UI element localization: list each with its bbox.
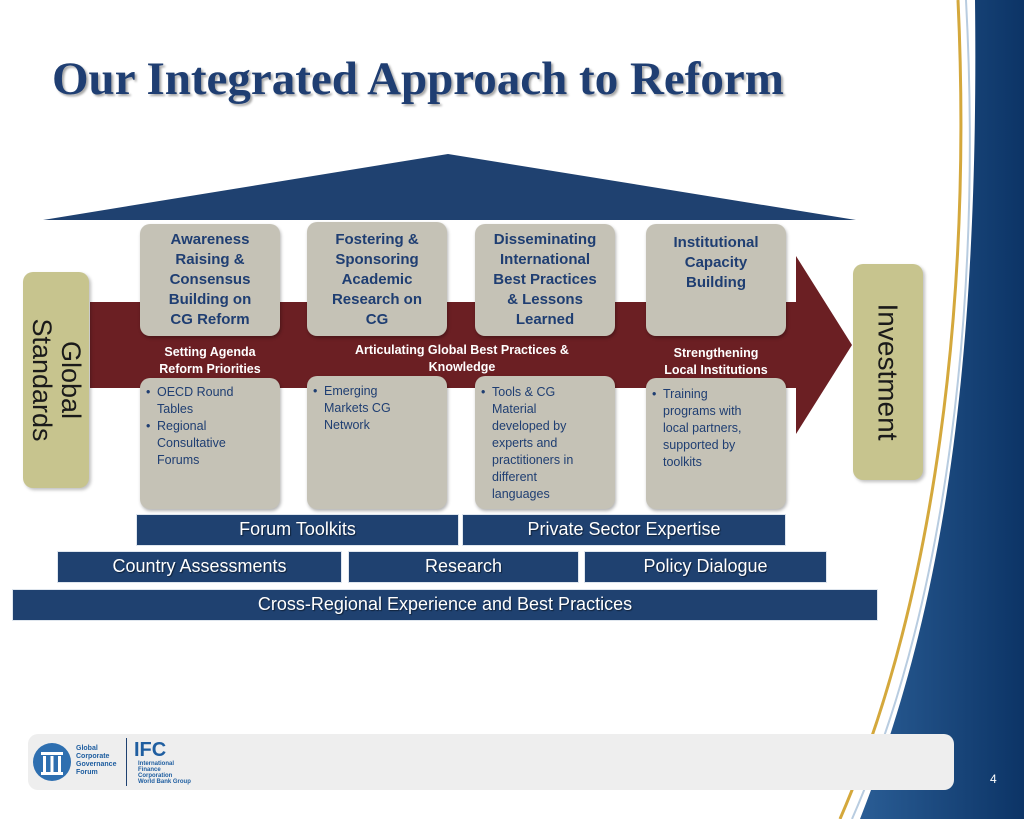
bullet-line: OECD Round — [157, 385, 234, 399]
gcgf-column-icon — [33, 743, 71, 781]
heading-line: CG Reform — [170, 311, 250, 328]
heading-line: International — [499, 251, 590, 268]
bullet-item: Regional Consultative Forums — [140, 418, 280, 469]
heading-line: Learned — [515, 311, 575, 328]
bullet-item: Training programs with local partners, s… — [646, 386, 786, 471]
arrow-label-line: Local Institutions — [664, 363, 768, 377]
ifc-logo: IFC International Finance Corporation Wo… — [134, 740, 194, 786]
bullet-line: Tools & CG — [492, 385, 556, 399]
logo-divider — [126, 738, 127, 786]
heading-line: Building on — [168, 291, 252, 308]
arrow-label-line: Strengthening — [673, 346, 759, 360]
gcgf-logo: Global Corporate Governance Forum — [32, 740, 124, 786]
bullet-line: different — [492, 470, 537, 484]
cross-regional-bar: Cross-Regional Experience and Best Pract… — [12, 589, 878, 621]
research-bar: Research — [348, 551, 579, 583]
bullet-line: Emerging — [324, 384, 378, 398]
global-standards-label: Global Standards — [27, 318, 86, 442]
column-3-bullets-box: Tools & CG Material developed by experts… — [475, 376, 615, 509]
page-title: Our Integrated Approach to Reform — [52, 53, 784, 105]
arrow-label-line: Reform Priorities — [159, 362, 261, 376]
ifc-logo-mark: IFC — [134, 739, 167, 761]
bullet-line: Material — [492, 402, 537, 416]
global-standards-pillar: Global Standards — [23, 272, 89, 488]
heading-line: CG — [365, 311, 389, 328]
heading-line: Academic — [341, 271, 413, 288]
bullet-line: Tables — [157, 402, 194, 416]
heading-line: Best Practices — [493, 271, 597, 288]
country-assessments-bar: Country Assessments — [57, 551, 342, 583]
column-4-arrow-label: Strengthening Local Institutions — [636, 345, 796, 379]
bullet-line: Regional — [157, 419, 207, 433]
forum-toolkits-bar: Forum Toolkits — [136, 514, 459, 546]
footer-panel — [28, 734, 954, 790]
heading-line: Sponsoring — [335, 251, 419, 268]
heading-line: Research on — [331, 291, 423, 308]
heading-line: Consensus — [169, 271, 251, 288]
bullet-line: Training — [663, 387, 708, 401]
roof-shape — [43, 154, 856, 220]
column-4-bullets-box: Training programs with local partners, s… — [646, 378, 786, 509]
bullet-line: developed by — [492, 419, 567, 433]
column-1-bullets-box: OECD Round Tables Regional Consultative … — [140, 378, 280, 509]
swoosh-gold-line — [838, 0, 963, 819]
column-1-arrow-label: Setting Agenda Reform Priorities — [130, 344, 290, 378]
policy-dialogue-bar: Policy Dialogue — [584, 551, 827, 583]
page-number: 4 — [990, 772, 997, 786]
heading-line: Raising & — [175, 251, 245, 268]
arrow-label-line: Articulating Global Best Practices & — [355, 343, 569, 357]
logo-line: Governance — [76, 761, 117, 768]
reform-arrow — [90, 256, 852, 434]
swoosh-light-line — [851, 0, 971, 819]
heading-line: Disseminating — [493, 231, 597, 248]
bullet-line: experts and — [492, 436, 558, 450]
logo-line: Finance — [138, 767, 161, 773]
heading-line: Awareness — [170, 231, 250, 248]
logo-line: Corporate — [76, 753, 110, 760]
bullet-line: Consultative — [157, 436, 226, 450]
investment-pillar: Investment — [853, 264, 923, 480]
bullet-item: OECD Round Tables — [140, 384, 280, 418]
ifc-logo-text: International Finance Corporation World … — [138, 761, 191, 785]
logo-line: Global — [76, 745, 98, 752]
arrow-label-line: Knowledge — [428, 360, 496, 374]
column-2-heading-box: Fostering & Sponsoring Academic Research… — [307, 222, 447, 336]
gcgf-logo-text: Global Corporate Governance Forum — [76, 745, 116, 777]
investment-label: Investment — [872, 303, 904, 441]
arrow-label-line: Setting Agenda — [164, 345, 256, 359]
heading-line: Building — [686, 274, 746, 291]
bullet-line: practitioners in — [492, 453, 574, 467]
bullet-line: Forums — [157, 453, 200, 467]
column-2-bullets-box: Emerging Markets CG Network — [307, 376, 447, 509]
bullet-line: local partners, — [663, 421, 742, 435]
bullet-line: programs with — [663, 404, 742, 418]
heading-line: Capacity — [684, 254, 748, 271]
heading-line: & Lessons — [507, 291, 583, 308]
right-swoosh-band — [860, 0, 1024, 819]
column-1-heading-box: Awareness Raising & Consensus Building o… — [140, 224, 280, 336]
logo-line: Corporation — [138, 773, 173, 779]
heading-line: Fostering & — [335, 231, 419, 248]
column-3-heading-box: Disseminating International Best Practic… — [475, 224, 615, 336]
bullet-line: Network — [324, 418, 370, 432]
logo-line: World Bank Group — [138, 779, 191, 785]
heading-line: Institutional — [673, 234, 759, 251]
bullet-line: Markets CG — [324, 401, 391, 415]
bullet-line: toolkits — [663, 455, 702, 469]
logo-line: International — [138, 761, 175, 767]
bullet-item: Emerging Markets CG Network — [307, 383, 447, 434]
global-standards-line1: Global — [56, 340, 86, 420]
logo-line: Forum — [76, 769, 98, 776]
global-standards-line2: Standards — [27, 318, 57, 442]
bullet-line: supported by — [663, 438, 736, 452]
bullet-line: languages — [492, 487, 550, 501]
column-4-heading-box: Institutional Capacity Building — [646, 224, 786, 336]
column-2-3-arrow-label: Articulating Global Best Practices & Kno… — [318, 342, 606, 376]
bullet-item: Tools & CG Material developed by experts… — [475, 384, 615, 503]
private-sector-expertise-bar: Private Sector Expertise — [462, 514, 786, 546]
